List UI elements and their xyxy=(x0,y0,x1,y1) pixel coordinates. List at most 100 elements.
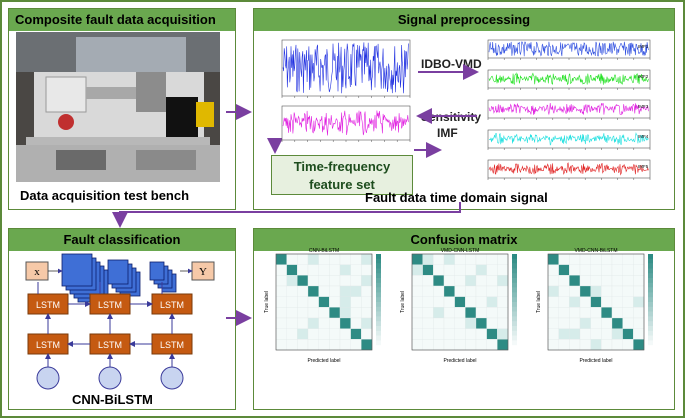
cm-cell xyxy=(547,285,559,297)
cm-cell xyxy=(497,285,509,297)
input-x-label: x xyxy=(34,266,40,278)
cm-cell xyxy=(547,275,559,287)
cm-cell xyxy=(318,317,330,329)
cm-cell xyxy=(601,275,613,287)
cm-cell xyxy=(497,339,509,351)
cm-cell xyxy=(433,264,445,276)
cm-cell xyxy=(307,328,319,340)
output-node xyxy=(160,366,184,390)
cm-cell xyxy=(611,339,623,351)
cm-cell xyxy=(558,285,570,297)
cm-cell xyxy=(547,264,559,276)
cm-cell xyxy=(558,253,570,265)
cm-cell xyxy=(297,253,309,265)
cm-cell xyxy=(275,328,287,340)
cm-xlabel-0: Predicted label xyxy=(307,358,340,364)
cm-cell xyxy=(633,264,645,276)
cm-cell xyxy=(486,317,498,329)
cm-cell xyxy=(329,317,341,329)
cm-cell xyxy=(275,296,287,308)
cm-cell xyxy=(590,307,602,319)
cm-cell xyxy=(569,285,581,297)
cm-cell xyxy=(350,307,362,319)
cm-cell xyxy=(361,317,373,329)
cm-cell xyxy=(307,296,319,308)
cm-cell xyxy=(633,317,645,329)
cnn-layer-1 xyxy=(107,259,129,285)
cm-colorbar-0 xyxy=(376,321,381,327)
cm-cell xyxy=(601,317,613,329)
cm-cell xyxy=(475,328,487,340)
cm-cell xyxy=(601,253,613,265)
cm-cell xyxy=(558,296,570,308)
cm-cell xyxy=(443,296,455,308)
cm-cell xyxy=(465,317,477,329)
cm-title-2: VMD-CNN-BiLSTM xyxy=(574,248,617,254)
cm-colorbar-1 xyxy=(512,345,517,351)
lstm-label: LSTM xyxy=(36,340,60,350)
cm-colorbar-2 xyxy=(648,273,653,279)
cm-cell xyxy=(286,296,298,308)
cm-cell xyxy=(297,339,309,351)
cm-cell xyxy=(622,264,634,276)
cm-cell xyxy=(579,317,591,329)
cm-cell xyxy=(275,264,287,276)
cm-cell xyxy=(475,275,487,287)
cm-cell xyxy=(569,296,581,308)
cm-colorbar-1 xyxy=(512,254,517,260)
cm-cell xyxy=(433,253,445,265)
output-node xyxy=(98,366,122,390)
cm-cell xyxy=(329,264,341,276)
preprocessing-title: Signal preprocessing xyxy=(254,9,674,31)
lstm-label: LSTM xyxy=(160,300,184,310)
cm-colorbar-2 xyxy=(648,254,653,260)
feature-set-box: Time-frequency feature set xyxy=(271,155,413,195)
cm-cell xyxy=(497,317,509,329)
cm-xlabel-2: Predicted label xyxy=(579,358,612,364)
cm-xlabel-1: Predicted label xyxy=(443,358,476,364)
cm-cell xyxy=(307,253,319,265)
output-y-label: Y xyxy=(199,266,207,278)
cm-cell xyxy=(601,328,613,340)
imf-label-2: IMF2 xyxy=(638,74,649,79)
cm-cell xyxy=(422,296,434,308)
cm-cell xyxy=(443,339,455,351)
cm-cell xyxy=(307,339,319,351)
cm-cell xyxy=(569,307,581,319)
cm-cell xyxy=(275,253,287,265)
cm-cell xyxy=(318,264,330,276)
imf-label-3: IMF3 xyxy=(638,104,649,109)
cm-colorbar-2 xyxy=(648,258,653,264)
lstm-label: LSTM xyxy=(160,340,184,350)
cm-cell xyxy=(297,264,309,276)
cm-cell xyxy=(411,317,423,329)
cm-cell xyxy=(339,285,351,297)
feature-set-line1: Time-frequency xyxy=(293,159,391,174)
cm-ylabel-1: True label xyxy=(400,291,406,313)
cm-colorbar-1 xyxy=(512,340,517,346)
cm-cell xyxy=(475,307,487,319)
acquisition-caption: Data acquisition test bench xyxy=(20,188,190,203)
cm-cell xyxy=(611,264,623,276)
cm-cell xyxy=(422,328,434,340)
cm-colorbar-0 xyxy=(376,326,381,332)
confusion-title: Confusion matrix xyxy=(254,229,674,251)
cnn-layer-0 xyxy=(61,253,93,287)
cm-cell xyxy=(486,296,498,308)
cm-cell xyxy=(443,275,455,287)
cm-cell xyxy=(558,339,570,351)
cm-cell xyxy=(443,285,455,297)
cm-cell xyxy=(307,264,319,276)
cm-cell xyxy=(443,317,455,329)
cm-cell xyxy=(633,328,645,340)
cm-cell xyxy=(422,264,434,276)
acquisition-title: Composite fault data acquisition xyxy=(9,9,235,31)
cm-colorbar-1 xyxy=(512,268,517,274)
cm-cell xyxy=(411,307,423,319)
cm-colorbar-0 xyxy=(376,316,381,322)
cm-cell xyxy=(622,328,634,340)
cm-colorbar-2 xyxy=(648,321,653,327)
